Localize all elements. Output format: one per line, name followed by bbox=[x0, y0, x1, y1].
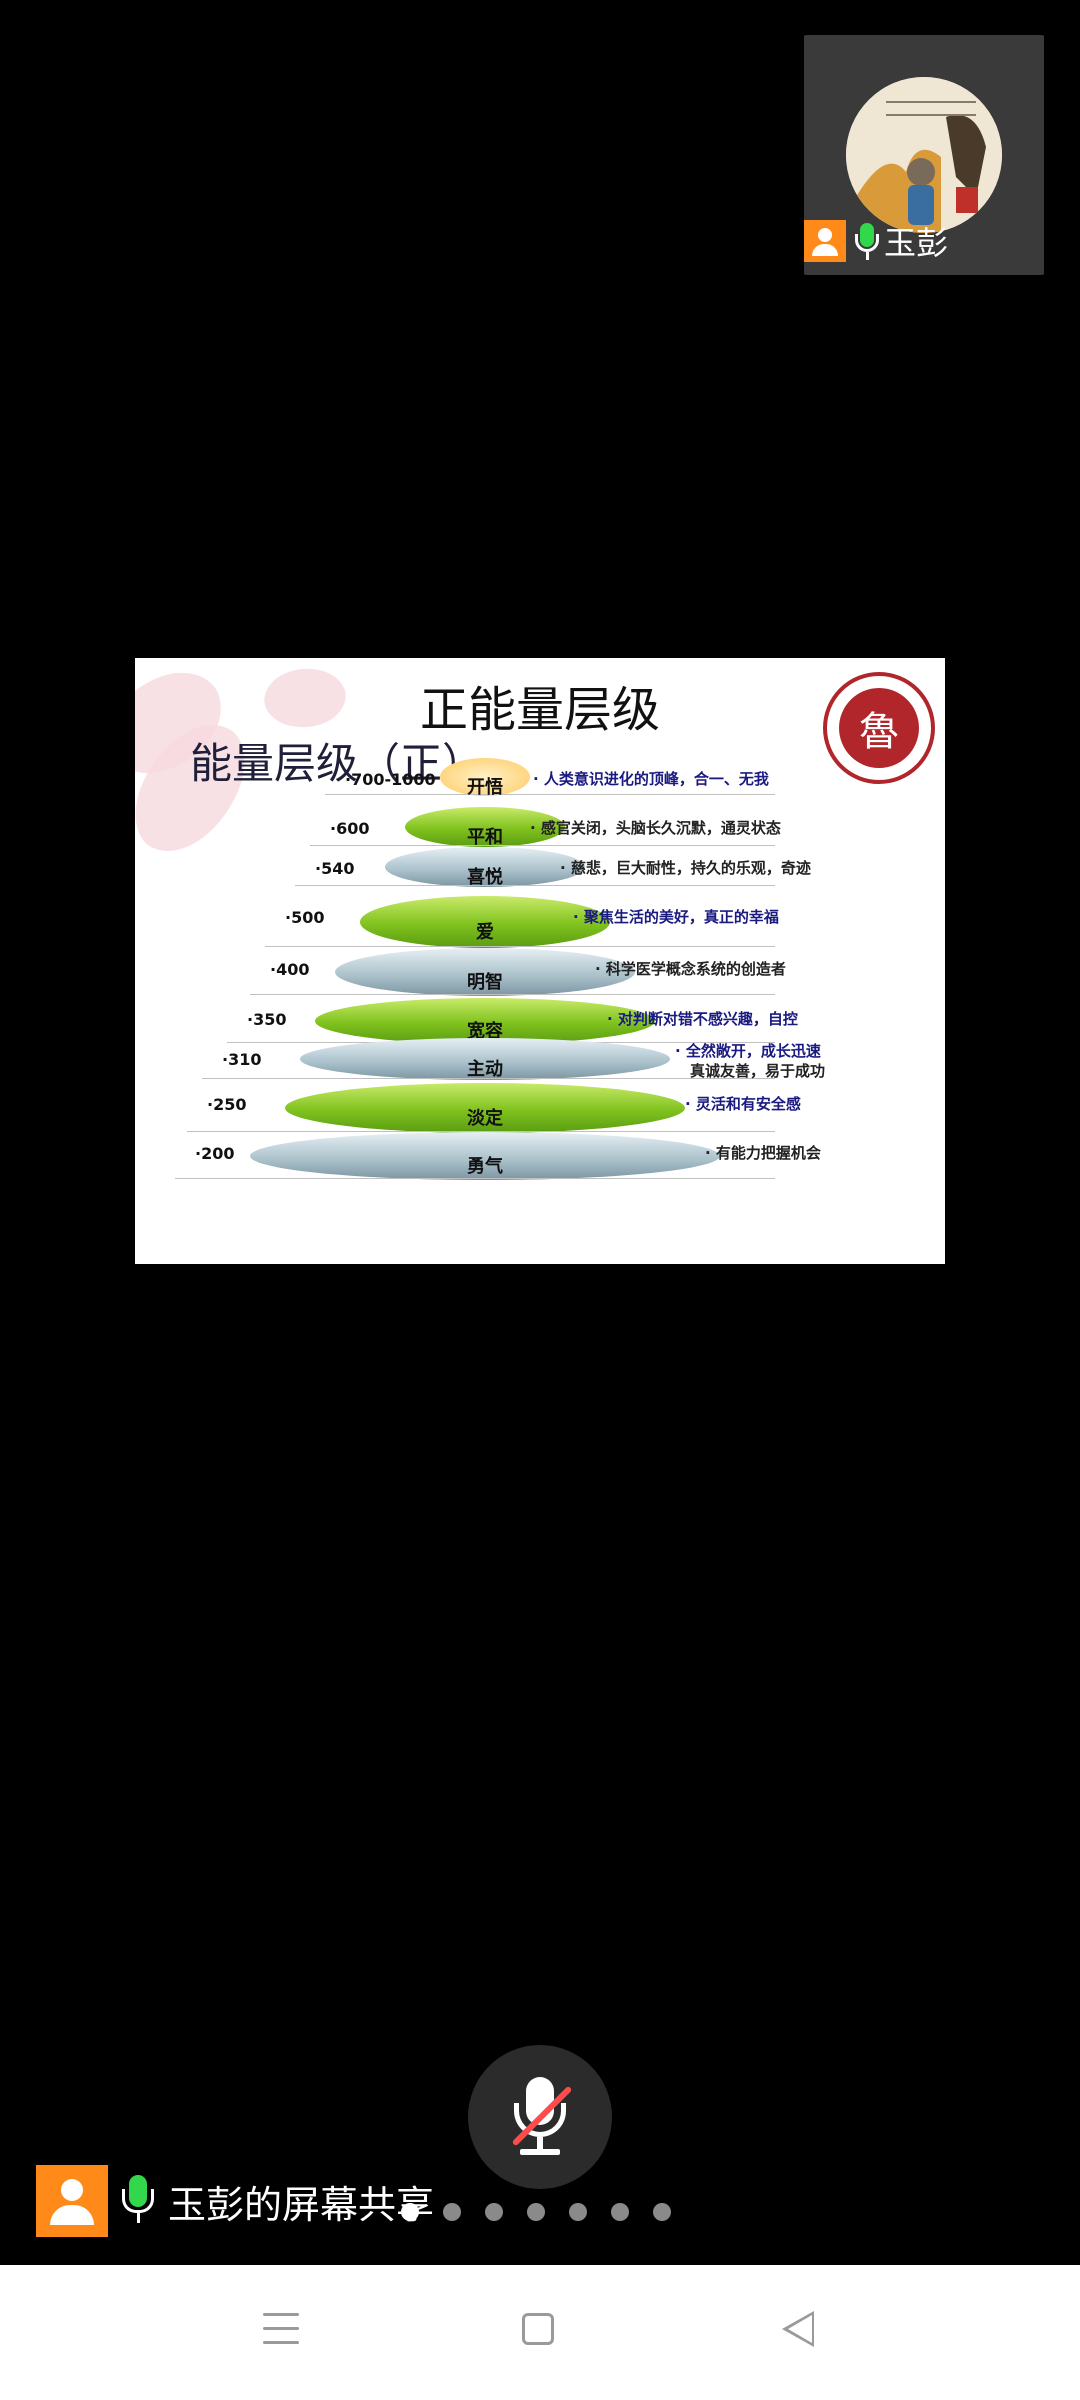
pyramid-level bbox=[250, 1132, 720, 1180]
mute-button[interactable] bbox=[468, 2045, 612, 2189]
page-dot[interactable] bbox=[611, 2203, 629, 2221]
menu-icon[interactable] bbox=[263, 2313, 299, 2349]
level-description: · 科学医学概念系统的创造者 bbox=[595, 960, 786, 978]
level-divider bbox=[175, 1178, 775, 1179]
level-divider bbox=[295, 885, 775, 886]
level-label: 淡定 bbox=[467, 1108, 503, 1129]
school-seal-logo: 魯 bbox=[823, 672, 935, 784]
level-divider bbox=[310, 845, 775, 846]
level-description: · 感官关闭，头脑长久沉默，通灵状态 bbox=[530, 819, 781, 837]
pyramid-level bbox=[300, 1038, 670, 1080]
level-value: ·500 bbox=[285, 908, 325, 927]
level-value: ·310 bbox=[222, 1050, 262, 1069]
shared-screen-slide: 正能量层级 能量层级（正） 魯 开悟 ·700-1000 · 人类意识进化的顶峰，合… bbox=[135, 658, 945, 1264]
level-description: · 聚焦生活的美好，真正的幸福 bbox=[573, 908, 779, 926]
participant-name: 玉彭 bbox=[884, 224, 949, 262]
level-label: 明智 bbox=[467, 972, 503, 993]
mic-on-icon bbox=[852, 220, 882, 262]
level-divider bbox=[325, 794, 775, 795]
level-description: · 有能力把握机会 bbox=[705, 1144, 821, 1162]
pyramid-level bbox=[285, 1083, 685, 1133]
screen-share-text: 玉彭的屏幕共享 bbox=[168, 2182, 435, 2227]
level-value: ·400 bbox=[270, 960, 310, 979]
level-label: 勇气 bbox=[467, 1156, 503, 1177]
participant-label-row: 玉彭 bbox=[804, 219, 948, 263]
page-dot[interactable] bbox=[569, 2203, 587, 2221]
level-divider bbox=[250, 994, 775, 995]
person-icon bbox=[36, 2165, 108, 2237]
slide-subtitle: 能量层级（正） bbox=[190, 739, 485, 788]
level-description: 真诚友善，易于成功 bbox=[690, 1062, 826, 1080]
level-value: ·540 bbox=[315, 859, 355, 878]
page-dot[interactable] bbox=[443, 2203, 461, 2221]
page-dot[interactable] bbox=[401, 2203, 419, 2221]
home-icon[interactable] bbox=[522, 2313, 554, 2345]
pyramid-level bbox=[335, 948, 635, 996]
level-description: · 慈悲，巨大耐性，持久的乐观，奇迹 bbox=[560, 859, 811, 877]
level-divider bbox=[187, 1131, 775, 1132]
level-value: ·600 bbox=[330, 819, 370, 838]
page-indicator[interactable] bbox=[401, 2203, 671, 2221]
level-description: · 人类意识进化的顶峰，合一、无我 bbox=[533, 770, 769, 788]
level-label: 爱 bbox=[476, 922, 494, 943]
page-dot[interactable] bbox=[485, 2203, 503, 2221]
page-dot[interactable] bbox=[653, 2203, 671, 2221]
level-label: 平和 bbox=[467, 827, 503, 848]
level-label: 开悟 bbox=[467, 777, 503, 798]
level-divider bbox=[202, 1078, 775, 1079]
level-value: ·250 bbox=[207, 1095, 247, 1114]
participant-avatar bbox=[846, 77, 1002, 233]
level-description: · 全然敞开，成长迅速 bbox=[675, 1042, 821, 1060]
level-value: ·700-1000 bbox=[345, 770, 436, 789]
level-label: 主动 bbox=[467, 1059, 503, 1080]
screen-share-label: 玉彭的屏幕共享 bbox=[36, 2165, 434, 2237]
level-description: · 灵活和有安全感 bbox=[685, 1095, 801, 1113]
mic-on-icon bbox=[118, 2171, 158, 2231]
pyramid-level bbox=[440, 758, 530, 796]
level-value: ·350 bbox=[247, 1010, 287, 1029]
back-icon[interactable] bbox=[782, 2311, 814, 2347]
pyramid-level bbox=[385, 847, 585, 887]
system-nav-bar bbox=[0, 2265, 1080, 2400]
pyramid-level bbox=[360, 896, 610, 948]
page-dot[interactable] bbox=[527, 2203, 545, 2221]
level-label: 喜悦 bbox=[467, 867, 503, 888]
participant-tile[interactable]: 玉彭 bbox=[804, 35, 1044, 275]
pyramid-level bbox=[405, 807, 565, 847]
slide-title: 正能量层级 bbox=[419, 682, 660, 738]
person-icon bbox=[804, 220, 846, 262]
level-value: ·200 bbox=[195, 1144, 235, 1163]
level-label: 宽容 bbox=[467, 1021, 503, 1042]
level-divider bbox=[265, 946, 775, 947]
level-description: · 对判断对错不感兴趣，自控 bbox=[607, 1010, 798, 1028]
pyramid-level bbox=[315, 998, 655, 1044]
